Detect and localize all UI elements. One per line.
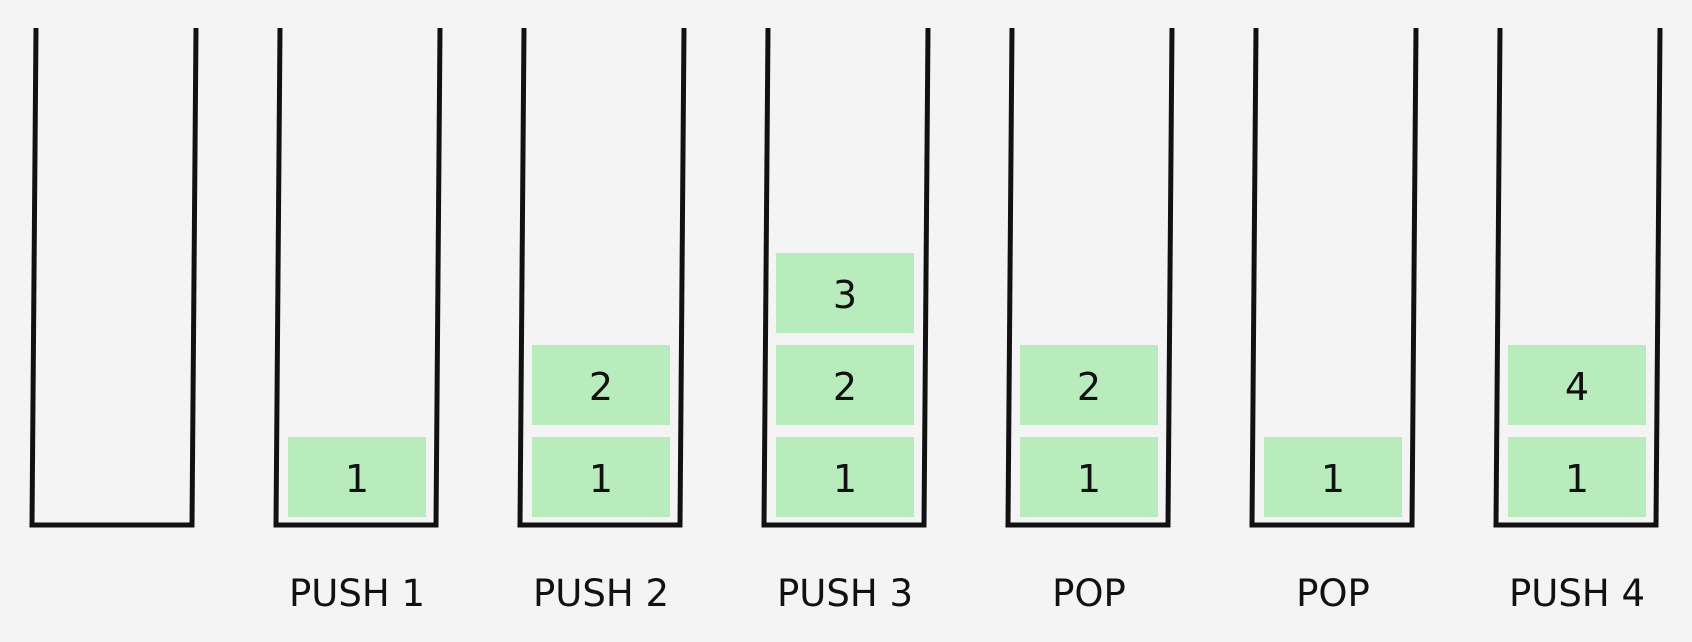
- stack-block: [1020, 345, 1158, 425]
- stack-block-value: 2: [1077, 365, 1101, 409]
- stack-block-value: 1: [1321, 457, 1345, 501]
- stage-label: PUSH 2: [533, 572, 669, 615]
- stack-container: [1249, 27, 1419, 528]
- stack-block: [532, 345, 670, 425]
- stack-block-value: 2: [589, 365, 613, 409]
- stack-block: [776, 345, 914, 425]
- stage-label: POP: [1052, 572, 1126, 615]
- stack-block-value: 1: [345, 457, 369, 501]
- stage-label: POP: [1296, 572, 1370, 615]
- stack-block-value: 1: [589, 457, 613, 501]
- stack-container: [1005, 27, 1175, 528]
- stage-label: PUSH 1: [289, 572, 425, 615]
- stack-block-value: 1: [1565, 457, 1589, 501]
- stage-label: PUSH 4: [1509, 572, 1645, 615]
- stack-block: [1020, 437, 1158, 517]
- stack-container: [29, 27, 199, 528]
- stack-block: [288, 437, 426, 517]
- stack-block-value: 2: [833, 365, 857, 409]
- stack-block-value: 1: [833, 457, 857, 501]
- stack-block: [776, 253, 914, 333]
- stage-label: PUSH 3: [777, 572, 913, 615]
- stack-block: [1508, 345, 1646, 425]
- stack-container: [517, 27, 687, 528]
- stack-block-value: 4: [1565, 365, 1589, 409]
- stack-block-value: 3: [833, 273, 857, 317]
- stack-container: [761, 27, 931, 528]
- stack-block: [1508, 437, 1646, 517]
- stack-container: [273, 27, 443, 528]
- stack-stage: [29, 27, 199, 528]
- stack-block-value: 1: [1077, 457, 1101, 501]
- stack-block: [532, 437, 670, 517]
- stack-block: [1264, 437, 1402, 517]
- stack-block: [776, 437, 914, 517]
- stack-container: [1493, 27, 1663, 528]
